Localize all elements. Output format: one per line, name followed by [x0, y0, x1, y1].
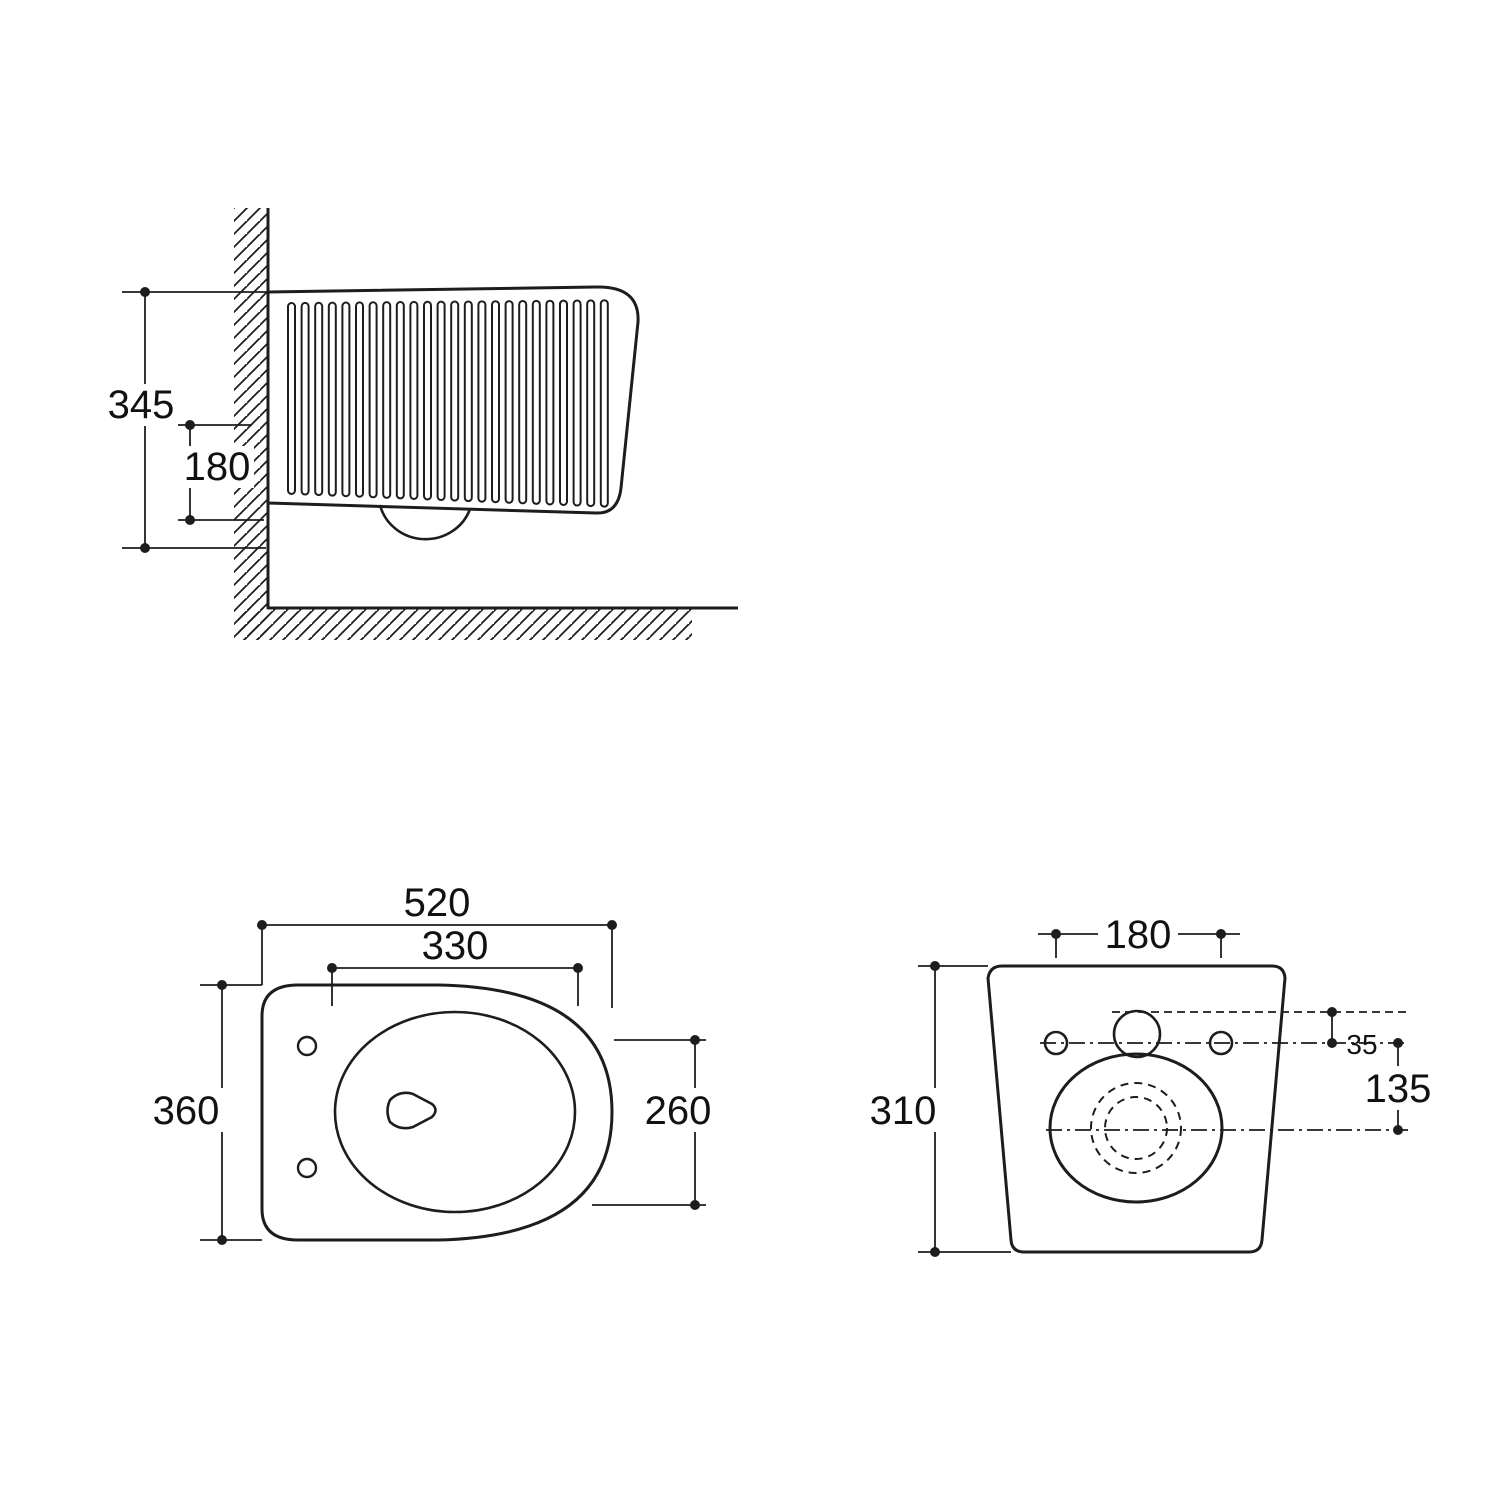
fixing-hole-left	[1043, 1030, 1069, 1056]
rib-line	[586, 299, 596, 508]
dim-35-label: 35	[1346, 1029, 1377, 1060]
outlet-trap-arc	[378, 504, 472, 541]
dim-345-label: 345	[108, 383, 175, 427]
top-view: 520 330 360 260	[148, 881, 718, 1245]
dim-260-label: 260	[645, 1089, 712, 1133]
dim-310-label: 310	[870, 1089, 937, 1133]
drain-pipe-inner	[1104, 1096, 1168, 1160]
rib-line	[545, 299, 555, 506]
rib-line	[341, 301, 351, 498]
dim-outlet-offset: 135	[1358, 1038, 1440, 1135]
rib-line	[463, 300, 473, 503]
rib-line	[504, 300, 514, 504]
floor-hatch	[238, 608, 692, 640]
rib-line	[531, 299, 541, 505]
dim-overall-height: 345	[102, 287, 268, 553]
rib-line	[572, 299, 582, 507]
dim-inlet-offset: 35	[1327, 1007, 1378, 1060]
dim-520-label: 520	[404, 881, 471, 925]
rib-line	[314, 301, 324, 497]
drain-pipe-outer	[1090, 1082, 1182, 1174]
outlet-recess	[1048, 1052, 1224, 1204]
rib-line	[599, 299, 609, 508]
rib-line	[287, 302, 296, 495]
dim-135-label: 135	[1365, 1067, 1432, 1111]
fixing-hole-right	[1208, 1030, 1234, 1056]
rib-line	[491, 300, 500, 504]
toilet-plan-outline	[260, 983, 614, 1242]
dim-rear-height: 310	[864, 961, 1011, 1257]
dim-180-side-label: 180	[184, 445, 251, 489]
side-view: 345 180	[102, 208, 738, 640]
dim-bowl-height: 180	[178, 420, 264, 525]
dim-length: 520	[257, 881, 617, 1008]
water-inlet-hole	[1112, 1009, 1162, 1059]
side-ribs	[287, 299, 609, 508]
dim-180-rear-label: 180	[1105, 913, 1172, 957]
rib-line	[368, 301, 378, 499]
dim-hole-spacing: 180	[1038, 913, 1240, 958]
rib-line	[477, 300, 487, 503]
rib-line	[518, 299, 528, 505]
dim-opening-width: 260	[592, 1035, 718, 1210]
dim-width: 360	[148, 980, 262, 1245]
rear-view: 180 35 135 310	[864, 913, 1440, 1257]
rib-line	[409, 300, 419, 500]
rib-line	[395, 301, 405, 500]
dim-330-label: 330	[422, 924, 489, 968]
rib-line	[300, 301, 310, 496]
dim-360-label: 360	[153, 1089, 220, 1133]
toilet-side-body	[266, 285, 640, 515]
hinge-hole-bottom	[296, 1157, 318, 1179]
rib-line	[559, 299, 568, 506]
rib-line	[450, 300, 460, 502]
rib-line	[382, 301, 392, 499]
rib-line	[327, 301, 337, 497]
hinge-hole-top	[296, 1035, 318, 1057]
rib-line	[355, 301, 364, 498]
jet-nozzle	[386, 1091, 437, 1130]
seat-opening	[333, 1010, 577, 1214]
rib-line	[423, 300, 432, 501]
dim-opening-length: 330	[327, 924, 583, 1006]
rib-line	[436, 300, 446, 502]
wall-hatch	[234, 208, 268, 640]
